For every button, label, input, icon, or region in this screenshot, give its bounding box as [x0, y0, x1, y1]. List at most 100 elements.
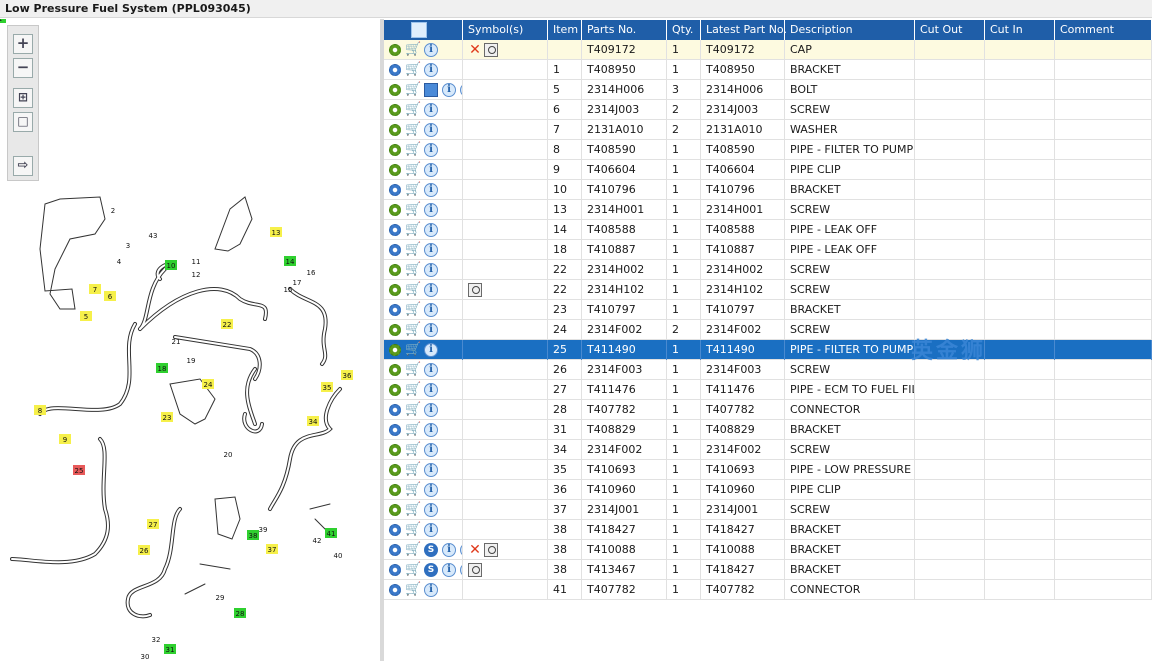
gear-icon[interactable] [389, 144, 401, 156]
magnifier-icon[interactable] [484, 543, 498, 557]
shopping-cart-icon[interactable]: 🛒 [405, 62, 422, 77]
shopping-cart-icon[interactable]: 🛒 [405, 502, 422, 517]
info-icon[interactable]: i [424, 43, 438, 57]
s-badge-icon[interactable]: S [424, 543, 438, 557]
column-header-cut-out[interactable]: Cut Out [915, 20, 985, 40]
column-header-qty[interactable]: Qty. [667, 20, 701, 40]
zoom-out-button[interactable]: − [13, 58, 33, 78]
gear-icon[interactable] [389, 124, 401, 136]
column-header-part-no[interactable]: Parts No. [582, 20, 667, 40]
info-icon[interactable]: i [424, 183, 438, 197]
find-icon[interactable] [411, 22, 427, 38]
column-header-latest-part-no[interactable]: Latest Part No. [701, 20, 787, 40]
shopping-cart-icon[interactable]: 🛒 [405, 162, 422, 177]
magnifier-icon[interactable] [468, 283, 482, 297]
info-icon[interactable]: i [424, 123, 438, 137]
info-icon[interactable]: i [424, 463, 438, 477]
shopping-cart-icon[interactable]: 🛒 [405, 442, 422, 457]
shopping-cart-icon[interactable]: 🛒 [405, 342, 422, 357]
gear-icon[interactable] [389, 504, 401, 516]
shopping-cart-icon[interactable]: 🛒 [405, 382, 422, 397]
shopping-cart-icon[interactable]: 🛒 [405, 542, 422, 557]
info-icon[interactable]: i [424, 243, 438, 257]
column-header-item[interactable]: Item [548, 20, 582, 40]
gear-icon[interactable] [389, 324, 401, 336]
info-icon[interactable]: i [424, 163, 438, 177]
fit-view-button[interactable]: ⊞ [13, 88, 33, 108]
info-icon[interactable]: i [424, 283, 438, 297]
gear-icon[interactable] [389, 584, 401, 596]
gear-icon[interactable] [389, 104, 401, 116]
shopping-cart-icon[interactable]: 🛒 [405, 282, 422, 297]
info-icon[interactable]: i [424, 363, 438, 377]
gear-icon[interactable] [389, 444, 401, 456]
shopping-cart-icon[interactable]: 🛒 [405, 582, 422, 597]
gear-icon[interactable] [389, 364, 401, 376]
shopping-cart-icon[interactable]: 🛒 [405, 482, 422, 497]
gear-icon[interactable] [389, 484, 401, 496]
gear-icon[interactable] [389, 304, 401, 316]
gear-icon[interactable] [389, 184, 401, 196]
magnifier-icon[interactable] [484, 43, 498, 57]
info-icon[interactable]: i [424, 103, 438, 117]
info-icon[interactable]: i [424, 143, 438, 157]
shopping-cart-icon[interactable]: 🛒 [405, 422, 422, 437]
column-header-symbols[interactable]: Symbol(s) [463, 20, 548, 40]
book-icon[interactable] [424, 83, 438, 97]
gear-icon[interactable] [389, 464, 401, 476]
shopping-cart-icon[interactable]: 🛒 [405, 242, 422, 257]
pane-splitter[interactable] [380, 19, 384, 661]
shopping-cart-icon[interactable]: 🛒 [405, 222, 422, 237]
table-row[interactable]: 🛒ii52314H00632314H006BOLT [384, 80, 1152, 100]
export-button[interactable]: ⇨ [13, 156, 33, 176]
shopping-cart-icon[interactable]: 🛒 [405, 262, 422, 277]
shopping-cart-icon[interactable]: 🛒 [405, 42, 422, 57]
column-header-icons[interactable] [384, 20, 463, 40]
column-header-comment[interactable]: Comment [1055, 20, 1152, 40]
info-icon[interactable]: i [424, 343, 438, 357]
info-icon[interactable]: i [424, 323, 438, 337]
table-row[interactable]: 🛒Sii38T4134671T418427BRACKET [384, 560, 1152, 580]
info-icon[interactable]: i [424, 423, 438, 437]
column-header-description[interactable]: Description [785, 20, 915, 40]
gear-icon[interactable] [389, 204, 401, 216]
shopping-cart-icon[interactable]: 🛒 [405, 102, 422, 117]
gear-icon[interactable] [389, 384, 401, 396]
gear-icon[interactable] [389, 544, 401, 556]
info-icon[interactable]: i [424, 63, 438, 77]
gear-icon[interactable] [389, 64, 401, 76]
gear-icon[interactable] [389, 84, 401, 96]
info-icon[interactable]: i [424, 263, 438, 277]
shopping-cart-icon[interactable]: 🛒 [405, 322, 422, 337]
info-icon[interactable]: i [424, 483, 438, 497]
gear-icon[interactable] [389, 284, 401, 296]
gear-icon[interactable] [389, 404, 401, 416]
gear-icon[interactable] [389, 264, 401, 276]
shopping-cart-icon[interactable]: 🛒 [405, 362, 422, 377]
info-icon[interactable]: i [424, 383, 438, 397]
gear-icon[interactable] [389, 344, 401, 356]
gear-icon[interactable] [389, 564, 401, 576]
s-badge-icon[interactable]: S [424, 563, 438, 577]
